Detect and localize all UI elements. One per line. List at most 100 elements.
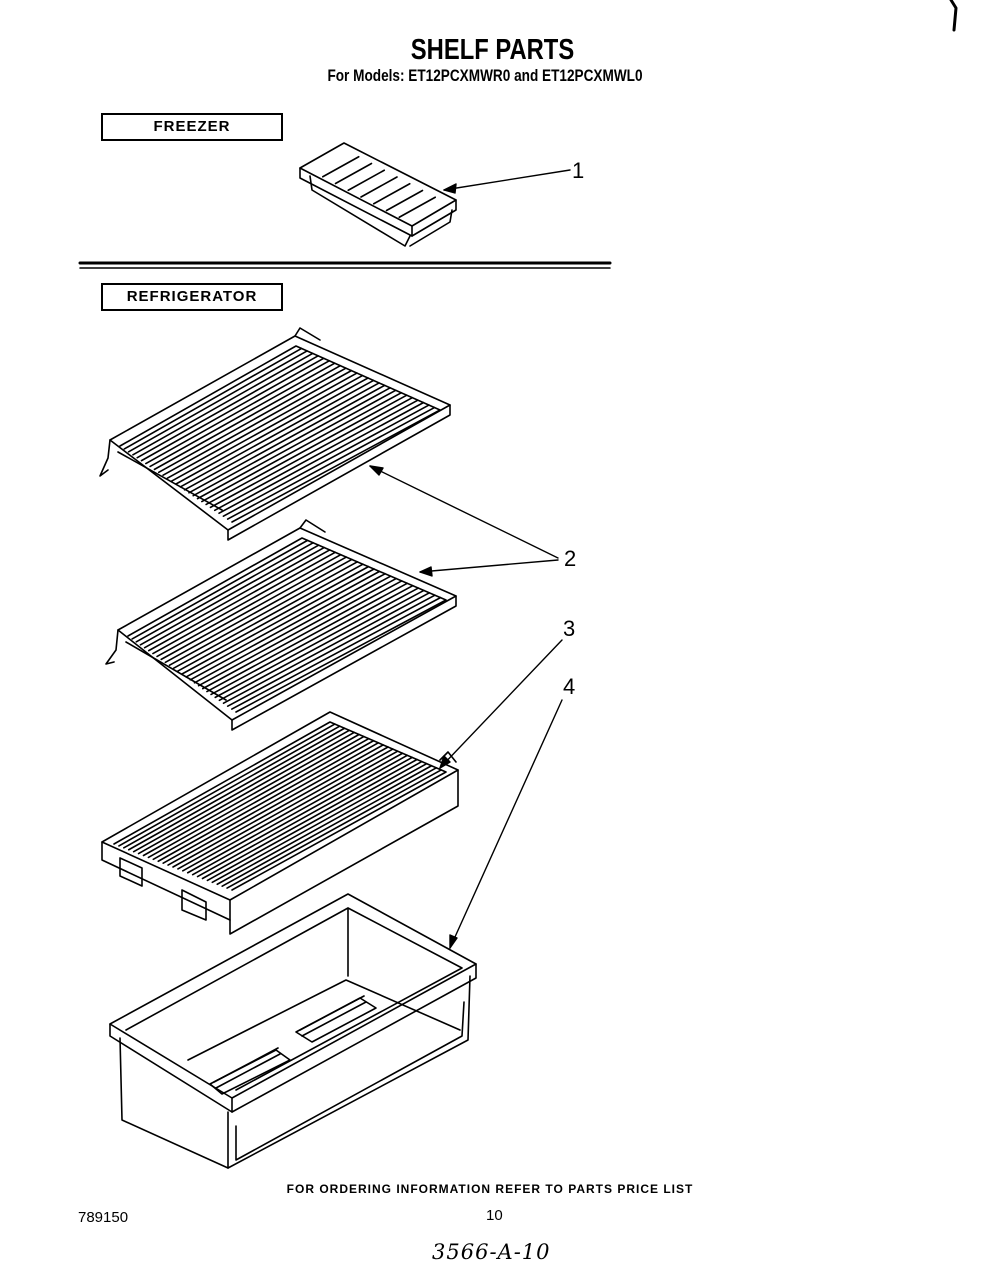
- shelf-wire: [143, 546, 325, 649]
- handwritten-note: 3566-A-10: [432, 1240, 551, 1264]
- shelf-wire: [189, 572, 386, 681]
- shelf-wire: [210, 584, 414, 696]
- shelf-wire: [162, 369, 353, 477]
- page-title: SHELF PARTS: [410, 34, 575, 66]
- shelf-wire: [160, 556, 348, 661]
- shelf-wire: [168, 561, 359, 667]
- shelf-wire: [231, 596, 442, 710]
- shelf-wire: [177, 565, 370, 672]
- cover-slat: [167, 744, 384, 866]
- shelf-wire: [222, 404, 430, 517]
- leader-lines: [369, 169, 571, 949]
- cover-slat: [191, 754, 409, 876]
- shelf-wire: [214, 587, 420, 699]
- shelf-wire: [196, 389, 397, 500]
- shelf-wire: [197, 577, 397, 687]
- cover-slat: [172, 746, 389, 868]
- shelf-wire: [201, 391, 403, 503]
- shelf-wire: [127, 350, 308, 453]
- ice-cell-divider: [334, 162, 373, 185]
- shelf-wire: [226, 594, 436, 707]
- shelf-wire: [131, 539, 309, 640]
- cover-slat: [221, 767, 438, 887]
- ice-cell-divider: [398, 196, 437, 219]
- model-subtitle: For Models: ET12PCXMWR0 and ET12PCXMWL0: [327, 66, 643, 85]
- wire-shelf-lower-drawing: [105, 519, 457, 731]
- shelf-wire: [123, 347, 303, 450]
- callout-1: 1: [572, 158, 585, 183]
- wire-shelf-upper-drawing: [99, 327, 451, 541]
- cover-slat: [206, 760, 423, 882]
- ice-tray-drawing: [299, 142, 457, 247]
- refrigerator-section-label: REFRIGERATOR: [101, 283, 283, 311]
- shelf-wire: [149, 362, 336, 468]
- section-divider: [78, 261, 612, 269]
- shelf-wire: [157, 367, 347, 474]
- shelf-wire: [132, 352, 314, 456]
- shelf-wire: [145, 359, 331, 465]
- cover-slat: [123, 725, 341, 849]
- shelf-wire: [135, 541, 314, 643]
- callout-4: 4: [563, 674, 576, 699]
- shelf-wire: [181, 568, 375, 675]
- cover-slat: [211, 762, 428, 884]
- cover-slat: [147, 735, 365, 859]
- shelf-wire: [153, 364, 342, 471]
- ice-cell-divider: [347, 169, 386, 192]
- shelf-wire: [193, 575, 392, 684]
- callout-3: 3: [563, 616, 576, 641]
- cover-slat: [201, 758, 418, 880]
- crisper-cover-drawing: [101, 711, 459, 935]
- cover-slat: [216, 764, 433, 886]
- shelf-wire: [179, 379, 375, 488]
- shelf-wire: [192, 387, 391, 497]
- cover-slat: [177, 748, 394, 870]
- shelf-wire: [205, 394, 408, 506]
- ice-cell-divider: [360, 176, 398, 198]
- ice-cell-divider: [385, 189, 424, 212]
- ice-cell-divider: [372, 182, 411, 205]
- cover-slat: [157, 739, 375, 863]
- shelf-wire: [183, 382, 380, 491]
- cover-slat: [226, 769, 442, 889]
- shelf-wire: [164, 558, 353, 664]
- shelf-wire: [188, 384, 386, 494]
- shelf-wire: [222, 592, 431, 705]
- document-number: 789150: [78, 1209, 129, 1226]
- shelf-wire: [185, 570, 381, 678]
- cover-slat: [137, 731, 355, 855]
- cover-slat: [186, 752, 404, 874]
- shelf-wire: [166, 372, 358, 479]
- shelf-wire: [218, 589, 425, 702]
- cover-slat: [142, 733, 360, 857]
- shelf-wire: [206, 582, 409, 693]
- shelf-wire: [172, 563, 364, 669]
- cover-slat: [127, 727, 346, 851]
- ice-cell-divider: [321, 155, 360, 178]
- shelf-wire: [218, 401, 425, 515]
- shelf-wire: [213, 399, 419, 512]
- shelf-wire: [201, 580, 403, 690]
- cover-slat: [132, 729, 351, 853]
- shelf-wire: [175, 377, 369, 485]
- shelf-wire: [140, 357, 325, 462]
- cover-slat: [196, 756, 413, 878]
- cover-slat: [162, 742, 380, 864]
- shelf-wire: [209, 396, 414, 509]
- crisper-pan-drawing: [109, 893, 477, 1169]
- shelf-wire: [226, 406, 436, 520]
- shelf-wire: [139, 544, 320, 646]
- shelf-wire: [152, 551, 337, 655]
- cover-slat: [182, 750, 399, 872]
- freezer-section-label: FREEZER: [101, 113, 283, 141]
- cover-slat: [118, 723, 336, 847]
- shelf-wire: [156, 553, 342, 658]
- shelf-wire: [170, 374, 364, 482]
- callout-2: 2: [564, 546, 577, 571]
- page-number: 10: [486, 1207, 503, 1224]
- shelf-wire: [147, 549, 331, 652]
- shelf-wire: [136, 355, 319, 459]
- cover-slat: [152, 737, 370, 861]
- ordering-info-note: FOR ORDERING INFORMATION REFER TO PARTS …: [286, 1182, 694, 1196]
